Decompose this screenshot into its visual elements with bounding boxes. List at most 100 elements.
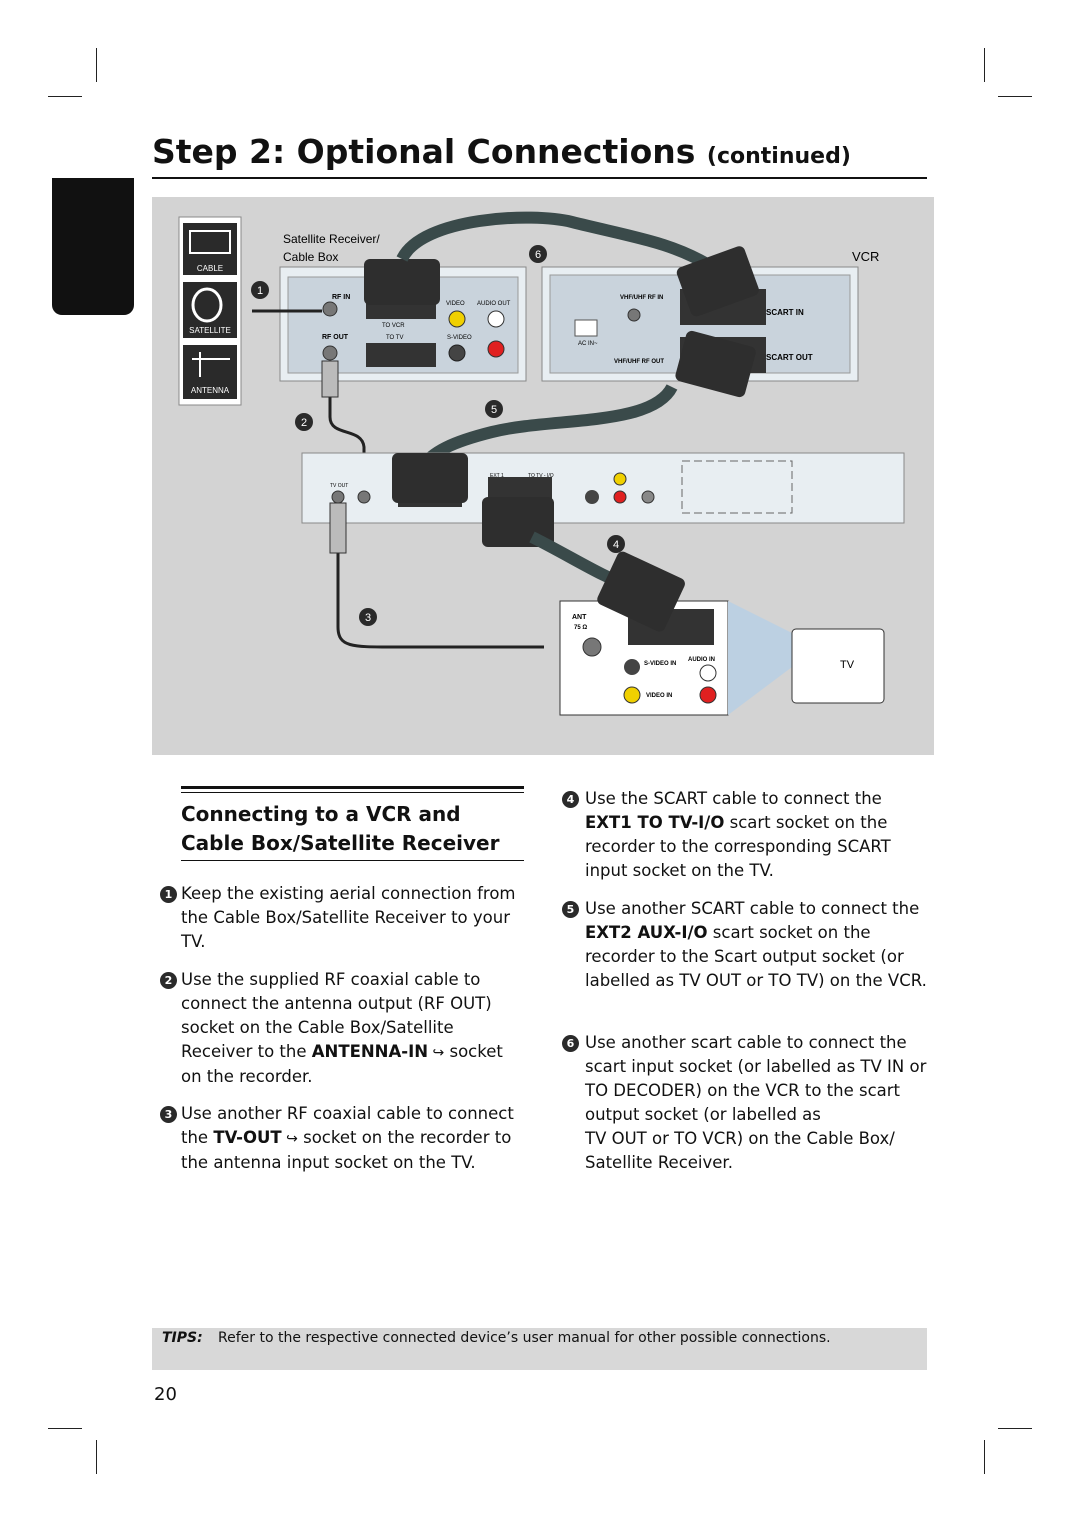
vcr-rf-in-socket [627, 308, 641, 322]
step-1-text: Keep the existing aerial connection from… [181, 884, 516, 951]
crop-mark [998, 96, 1032, 97]
crop-mark [998, 1428, 1032, 1429]
audio-out-r-socket [487, 340, 505, 358]
tv-scart-plug [597, 551, 685, 632]
recorder-video-socket [613, 472, 627, 486]
audio-out-l-socket [487, 310, 505, 328]
antenna-icon [183, 345, 237, 399]
step-3-text-end: socket on the recorder to the antenna in… [181, 1128, 512, 1172]
cable-label: CABLE [197, 264, 223, 273]
svg-text:5: 5 [491, 404, 497, 416]
step-5: 5 Use another SCART cable to connect the… [562, 897, 932, 993]
section-title-line1: Connecting to a VCR and [181, 802, 461, 826]
rf-plug-3 [329, 502, 347, 554]
recorder-fan-grid [681, 460, 793, 514]
step-1-number: 1 [160, 886, 177, 903]
svg-text:1: 1 [257, 285, 263, 297]
cable-box-scart-plug [364, 259, 440, 305]
recorder-antenna-in-socket [357, 490, 371, 504]
crop-mark [96, 1440, 97, 1474]
tv-audio-in-l-socket [699, 664, 717, 682]
s-video-in-label: S-VIDEO IN [644, 661, 676, 667]
tv-callout-wedge [728, 601, 792, 715]
step-2-number: 2 [160, 972, 177, 989]
tv-s-video-in-socket [624, 659, 640, 675]
title-divider [152, 177, 927, 179]
section-title-line2: Cable Box/Satellite Receiver [181, 831, 500, 855]
step-5-bold: EXT2 AUX-I/O [585, 923, 708, 942]
svg-text:3: 3 [365, 612, 371, 624]
rf-out-label: RF OUT [322, 334, 349, 341]
to-tv-label: TO TV [386, 335, 403, 341]
step-6-number: 6 [562, 1035, 579, 1052]
tv-video-in-socket [623, 686, 641, 704]
satellite-icon [183, 282, 237, 338]
s-video-label: S-VIDEO [447, 335, 472, 341]
scart-in-label: SCART IN [766, 308, 804, 317]
tv-label: TV [840, 659, 855, 671]
crop-mark [984, 48, 985, 82]
ext1-label: EXT 1 [490, 473, 504, 479]
tips-box: TIPS: Refer to the respective connected … [152, 1328, 927, 1370]
page-number: 20 [154, 1384, 177, 1405]
step-6-text-cont: TV OUT or TO VCR) on the Cable Box/ Sate… [585, 1129, 895, 1172]
rf-in-label: RF IN [332, 294, 350, 301]
crop-mark [984, 1440, 985, 1474]
tips-text: Refer to the respective connected device… [218, 1330, 831, 1346]
step-6: 6 Use another scart cable to connect the… [562, 1031, 928, 1175]
crop-mark [48, 96, 82, 97]
step-3: 3 Use another RF coaxial cable to connec… [160, 1102, 526, 1175]
step-2-bold: ANTENNA-IN [311, 1042, 429, 1061]
scart-cable-5 [417, 383, 678, 471]
recorder-tv-out-socket [331, 490, 345, 504]
recorder-s-video-socket [585, 490, 599, 504]
marker-6: 6 [529, 245, 547, 263]
cable-box-label: Cable Box [283, 250, 338, 264]
step-5-text-end: scart socket on the recorder to the Scar… [585, 923, 927, 990]
s-video-socket [448, 344, 466, 362]
marker-3: 3 [359, 608, 377, 626]
rf-cable-3 [336, 503, 544, 649]
ext2-scart-plug [392, 453, 468, 503]
tv-out-label: TV OUT [330, 483, 348, 489]
recorder-audio-r-socket [613, 490, 627, 504]
svg-text:6: 6 [535, 249, 541, 261]
vhf-uhf-rf-in-label: VHF/UHF RF IN [620, 295, 663, 301]
marker-4: 4 [607, 535, 625, 553]
rf-plug-2 [321, 360, 339, 398]
step-5-text: Use another SCART cable to connect the [585, 899, 920, 918]
step-4: 4 Use the SCART cable to connect the EXT… [562, 787, 928, 883]
audio-out-label: AUDIO OUT [477, 301, 511, 307]
marker-5: 5 [485, 400, 503, 418]
ant-75-label: 75 Ω [574, 625, 587, 631]
ac-in-socket [574, 319, 598, 337]
tv-ant-socket [582, 637, 602, 657]
page-title-continued: (continued) [706, 144, 851, 169]
tips-label: TIPS: [162, 1330, 203, 1346]
marker-2: 2 [295, 413, 313, 431]
audio-in-label: AUDIO IN [688, 657, 715, 663]
cable-icon-plug [189, 230, 231, 254]
vcr-scart-plug-out [675, 330, 756, 398]
language-tab: English [52, 178, 134, 477]
section-rule-top [181, 786, 524, 789]
marker-1: 1 [251, 281, 269, 299]
recorder-coax-socket [641, 490, 655, 504]
rf-cable-2 [328, 361, 366, 477]
svg-text:4: 4 [613, 539, 619, 551]
step-2-text-end: socket on the recorder. [181, 1042, 503, 1086]
antenna-label: ANTENNA [191, 386, 230, 395]
step-4-bold: EXT1 TO TV-I/O [585, 813, 725, 832]
page-title: Step 2: Optional Connections (continued) [152, 132, 851, 171]
connection-diagram-svg: CABLE SATELLITE ANTENNA Satellite Receiv… [178, 211, 905, 716]
ac-in-label: AC IN~ [578, 341, 598, 347]
antenna-in-icon: ↪ [428, 1045, 445, 1061]
satellite-label: SATELLITE [189, 326, 231, 335]
step-4-text: Use the SCART cable to connect the [585, 789, 882, 808]
step-6-text: Use another scart cable to connect the s… [585, 1033, 927, 1124]
video-in-label: VIDEO IN [646, 693, 672, 699]
tv-out-icon: ↪ [281, 1131, 298, 1147]
crop-mark [48, 1428, 82, 1429]
scart-cable-6 [396, 211, 716, 273]
video-label: VIDEO [446, 301, 465, 307]
